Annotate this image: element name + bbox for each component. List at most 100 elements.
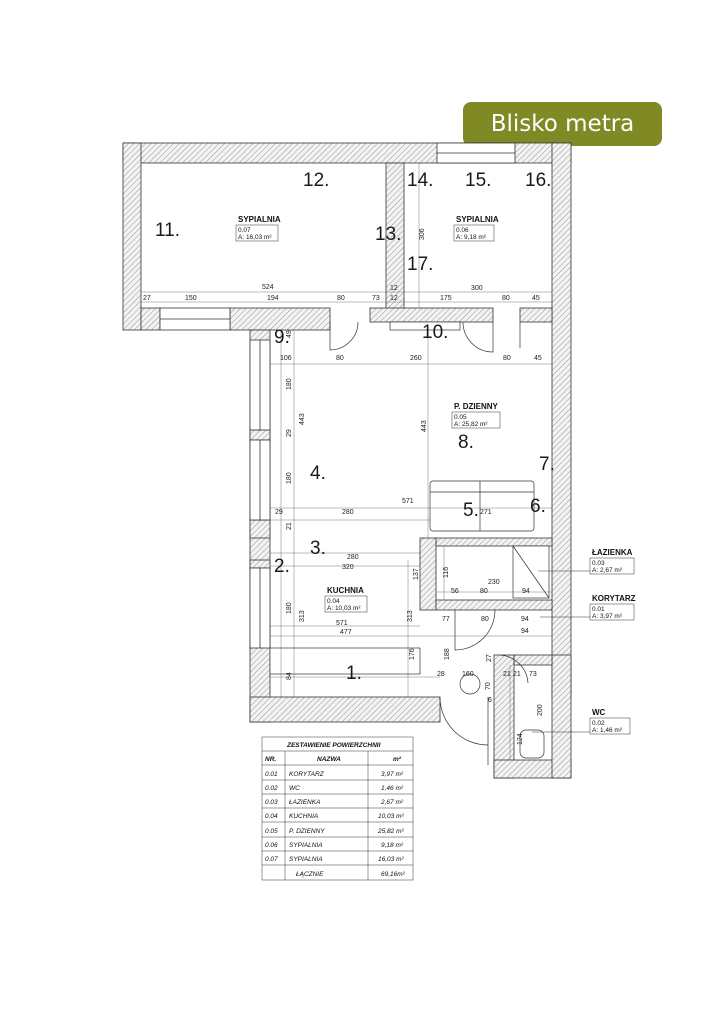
marker-6: 6. [530,496,546,517]
table-cell: KORYTARZ [289,771,325,778]
dim-label: 313 [407,610,414,622]
marker-1: 1. [346,663,362,684]
dim-label: 21 [503,671,511,678]
table-title: ZESTAWIENIE POWIERZCHNII [286,742,381,749]
table-cell: 0.04 [265,813,278,820]
dim-label: 73 [529,671,537,678]
room-label-05: P. DZIENNY 0.05 A: 25,82 m² [451,402,501,429]
table-cell: 1,46 m² [381,785,404,792]
dim-label: 80 [480,588,488,595]
marker-10: 10. [422,322,448,343]
dim-label: 300 [471,285,483,292]
dim-label: 56 [451,588,459,595]
svg-text:A: 25,82 m²: A: 25,82 m² [454,421,488,428]
dim-label: 106 [280,355,292,362]
table-header: m² [393,756,402,763]
dim-label: 175 [440,295,452,302]
dim-label: 84 [286,672,293,680]
marker-11: 11. [155,220,180,241]
dim-label: 45 [534,355,542,362]
dimension-lines [141,163,552,760]
dim-label: 443 [299,413,306,425]
dim-label: 443 [421,420,428,432]
svg-text:SYPIALNIA: SYPIALNIA [238,215,281,224]
dim-label: 160 [462,671,474,678]
marker-14: 14. [407,170,433,191]
svg-text:0.02: 0.02 [592,720,605,727]
dim-label: 188 [444,648,451,660]
dim-label: 260 [410,355,422,362]
svg-text:WC: WC [592,708,606,717]
dim-label: 94 [521,616,529,623]
dim-label: 28 [437,671,445,678]
dim-label: 80 [337,295,345,302]
svg-text:0.01: 0.01 [592,606,605,613]
dim-label: 230 [488,579,500,586]
dim-label: 137 [413,568,420,580]
dim-label: 12 [390,295,398,302]
svg-text:KORYTARZ: KORYTARZ [592,594,636,603]
room-label-07: SYPIALNIA 0.07 A: 16,03 m² [235,215,281,242]
table-header: NR. [265,756,276,763]
table-cell: 0.03 [265,799,278,806]
dim-label: 21 [286,522,293,530]
dim-label: 280 [347,554,359,561]
area-summary-table [261,736,414,881]
dim-label: 116 [443,567,450,578]
table-total-value: 69,16m² [381,871,406,878]
location-badge: Blisko metra [463,102,662,146]
svg-text:SYPIALNIA: SYPIALNIA [456,215,499,224]
table-cell: 10,03 m² [378,813,404,820]
table-cell: 0.05 [265,828,278,835]
table-cell: 2,67 m² [380,799,404,806]
dim-label: 313 [299,610,306,622]
dim-label: 21 [513,671,521,678]
dim-label: 77 [442,616,450,623]
marker-12: 12. [303,170,329,191]
marker-8: 8. [458,432,474,453]
marker-15: 15. [465,170,491,191]
dim-label: 80 [481,616,489,623]
dim-label: 49 [286,330,293,338]
svg-text:A: 2,67 m²: A: 2,67 m² [592,567,623,574]
plan-markers: 1. 2. 3. 4. 5. 6. 7. 8. 9. 10. 11. 12. 1… [155,170,555,684]
marker-9: 9. [274,327,290,348]
furniture [269,321,550,759]
dim-label: 524 [262,284,274,291]
room-label-06: SYPIALNIA 0.06 A: 9,18 m² [453,215,499,242]
svg-text:0.03: 0.03 [592,560,605,567]
svg-text:A: 1,46 m²: A: 1,46 m² [592,727,623,734]
dim-label: 29 [275,509,283,516]
dim-label: 194 [267,295,279,302]
dim-label: 12 [390,285,398,292]
room-label-02: WC 0.02 A: 1,46 m² [532,708,631,735]
area-summary-text: ZESTAWIENIE POWIERZCHNII NR. NAZWA m² 0.… [265,742,406,878]
room-label-04: KUCHNIA 0.04 A: 10,03 m² [324,586,368,613]
svg-text:0.06: 0.06 [456,227,469,234]
marker-3: 3. [310,538,326,559]
dim-label: 180 [286,602,293,614]
dim-label: 176 [409,648,416,660]
table-cell: WC [289,785,300,792]
svg-text:A: 16,03 m²: A: 16,03 m² [238,234,272,241]
table-cell: 0.07 [265,856,278,863]
table-cell: 0.01 [265,771,278,778]
table-cell: 25,82 m² [377,828,404,835]
dim-label: 124 [517,733,524,745]
dim-label: 45 [532,295,540,302]
dim-label: 571 [402,498,414,505]
marker-5: 5. [463,500,479,521]
table-cell: 0.02 [265,785,278,792]
dim-label: 180 [286,472,293,484]
table-total-label: ŁĄCZNIE [296,871,324,878]
dimension-labels: 524 27 150 194 80 73 12 12 300 175 80 45… [143,228,544,745]
dim-label: 320 [342,564,354,571]
dim-label: 150 [185,295,197,302]
dim-label: 271 [480,509,492,516]
svg-text:A: 9,18 m²: A: 9,18 m² [456,234,487,241]
dim-label: 80 [502,295,510,302]
windows [159,142,516,649]
svg-text:0.07: 0.07 [238,227,251,234]
dim-label: 70 [485,682,492,690]
